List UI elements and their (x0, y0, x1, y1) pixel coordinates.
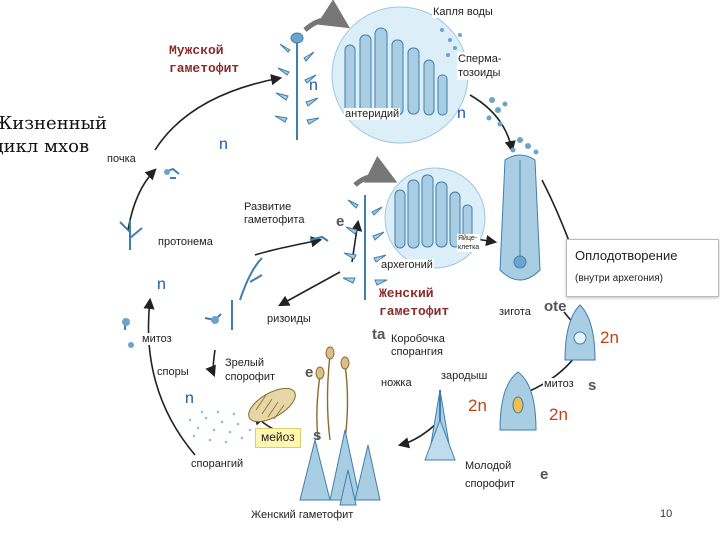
protonema-sketches (119, 167, 329, 330)
label-mature-sporophyte: Зрелый спорофит (224, 356, 277, 384)
arrow-male-to-sperm (469, 94, 516, 153)
bottom-female-gametophyte (299, 429, 381, 506)
ploidy-2n-embryo: 2n (468, 396, 487, 415)
ploidy-2n-zygote: 2n (600, 328, 619, 347)
label-male-gametophyte-line2: гаметофит (169, 61, 240, 76)
ghost-letter-3: ta (372, 326, 386, 343)
ghost-letter-6: e (540, 466, 549, 483)
label-meiosis: мейоз (261, 430, 295, 444)
ghost-letter-7: s (313, 427, 322, 444)
label-water-drop: Капля воды (432, 6, 494, 18)
label-capsule-line2: спорангия (391, 346, 443, 358)
page-title: Жизненный цикл мхов (0, 112, 107, 158)
label-female-gametophyte: Женский гаметофит (378, 285, 450, 321)
protonema-dots (122, 169, 219, 348)
label-female-gametophyte-bottom: Женский гаметофит (250, 509, 355, 521)
ploidy-n-spores: n (185, 390, 194, 407)
label-development-line2: гаметофита (244, 214, 305, 226)
label-development-line1: Развитие (244, 201, 292, 213)
label-male-gametophyte-line1: Мужской (169, 43, 224, 58)
ploidy-n-protonema: n (157, 276, 166, 293)
arrow-female-lower (278, 271, 341, 307)
label-stalk: ножка (380, 377, 413, 389)
label-archegonium: архегоний (380, 259, 434, 271)
ploidy-n-upper-left: n (219, 136, 228, 153)
sporangium-capsule (248, 387, 296, 423)
label-sporangium: спорангий (190, 458, 245, 470)
label-mitosis-left: митоз (141, 333, 173, 345)
label-sperm-line2: тозоиды (458, 67, 501, 79)
label-young-sporophyte-line1: Молодой (465, 460, 512, 472)
arrow-zoom-female (353, 155, 398, 187)
archegonium-tall (499, 154, 541, 281)
spore-cloud (188, 410, 252, 444)
label-mitosis-right: митоз (543, 378, 575, 390)
title-line-1: Жизненный (0, 113, 108, 134)
label-spores: споры (156, 366, 190, 378)
label-gametophyte-development: Развитие гаметофита (243, 201, 306, 227)
label-mature-sporophyte-line2: спорофит (225, 371, 276, 383)
label-female-gametophyte-line2: гаметофит (379, 304, 450, 319)
sperm-cluster (486, 97, 539, 155)
label-female-gametophyte-line1: Женский (379, 286, 434, 301)
young-sporophyte-plant (424, 389, 456, 461)
label-bud: почка (106, 153, 137, 165)
female-gametophyte-center (342, 195, 388, 300)
fertilization-title: Оплодотворение (575, 248, 678, 263)
label-mature-sporophyte-line1: Зрелый (225, 357, 264, 369)
arrow-mature-sporophyte (205, 349, 216, 378)
meiosis-box: мейоз (255, 428, 301, 448)
arrow-protonema-up (127, 168, 157, 231)
zygote-archegonium (564, 304, 596, 361)
label-sperm: Сперма- тозоиды (457, 52, 503, 80)
label-egg-line2: клетка (458, 244, 480, 251)
arrow-protonema-to-male (154, 74, 283, 151)
label-sperm-line1: Сперма- (458, 53, 502, 65)
label-capsule: Коробочка спорангия (390, 333, 446, 359)
label-young-sporophyte-line2: спорофит (465, 478, 516, 490)
label-rhizoids: ризоиды (266, 313, 312, 325)
page-number: 10 (660, 508, 673, 520)
sporophyte-capsules (315, 346, 350, 380)
label-antheridium: антеридий (344, 108, 401, 120)
ghost-letter-1: e (336, 213, 345, 230)
arrow-spores-to-protonema (143, 297, 196, 456)
embryo-archegonium (499, 371, 537, 431)
title-line-2: цикл мхов (0, 136, 90, 157)
ghost-letter-5: e (305, 364, 314, 381)
label-zygote: зигота (498, 306, 532, 318)
label-capsule-line1: Коробочка (391, 333, 445, 345)
ghost-letter-2: ote (544, 298, 567, 315)
fertilization-callout: Оплодотворение (внутри архегония) (566, 239, 719, 297)
ploidy-n-sperm: n (457, 105, 466, 122)
ploidy-2n-right: 2n (549, 405, 568, 424)
arrow-zoom-male (303, 0, 351, 32)
label-protonema: протонема (157, 236, 214, 248)
antheridia-zoom (331, 6, 469, 144)
label-young-sporophyte: Молодой спорофит (464, 457, 517, 493)
label-egg-line1: Яйце- (458, 235, 478, 242)
ploidy-n-male: n (309, 77, 318, 94)
label-male-gametophyte: Мужской гаметофит (168, 42, 240, 78)
archegonia-zoom (384, 167, 486, 269)
arrow-development (254, 236, 323, 256)
ghost-letter-4: s (588, 377, 597, 394)
male-gametophyte-plant (274, 32, 320, 140)
label-egg: Яйце- клетка (457, 234, 481, 252)
fertilization-subtitle: (внутри архегония) (575, 273, 663, 284)
label-embryo: зародыш (440, 370, 489, 382)
